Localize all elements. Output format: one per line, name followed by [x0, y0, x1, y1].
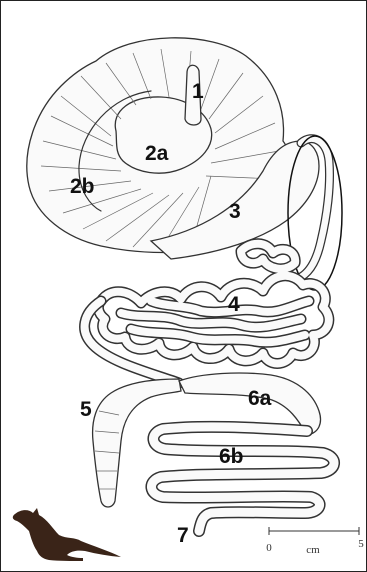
label-5: 5 — [80, 398, 92, 421]
scale-end: 5 — [358, 538, 364, 550]
label-6a: 6a — [248, 387, 272, 410]
stomach — [27, 38, 319, 259]
scale-unit: cm — [306, 544, 320, 556]
label-1: 1 — [192, 80, 204, 103]
small-intestine — [98, 244, 328, 364]
label-6b: 6b — [219, 445, 244, 468]
label-7: 7 — [177, 524, 189, 547]
scale-start: 0 — [266, 542, 272, 554]
label-3: 3 — [229, 200, 241, 223]
caecum — [93, 379, 181, 507]
label-2b: 2b — [70, 175, 95, 198]
kangaroo-icon — [13, 508, 121, 561]
scale-bar: 0 cm 5 — [266, 527, 364, 556]
label-2a: 2a — [145, 142, 169, 165]
label-4: 4 — [228, 293, 240, 316]
